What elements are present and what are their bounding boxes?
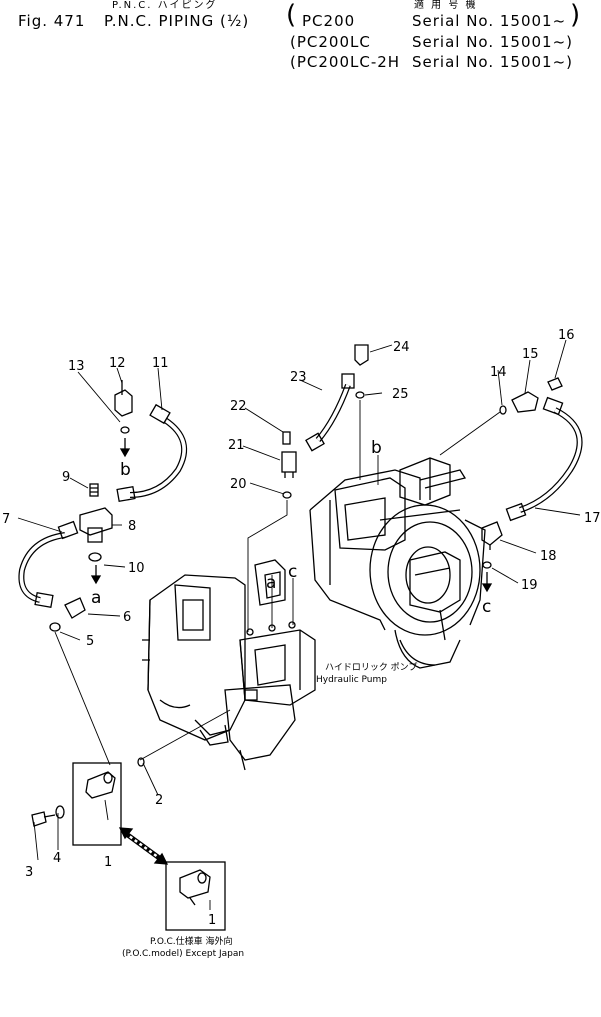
callout-10: 10 [128, 561, 145, 576]
callout-13: 13 [68, 359, 85, 374]
hose-23 [305, 373, 355, 452]
model-row-2-model: (PC200LC [290, 33, 371, 51]
fitting-9 [89, 483, 99, 497]
callout-14: 14 [490, 365, 507, 380]
header-jp-applicable: 適 用 号 機 [414, 0, 478, 11]
oring-14 [499, 405, 507, 415]
poc-label-en: (P.O.C.model) Except Japan [122, 949, 244, 959]
header-jp-title: P.N.C. ハイピング [112, 0, 218, 11]
callout-22: 22 [230, 399, 247, 414]
bracket-right: ) [570, 0, 581, 30]
right-pump-body [309, 457, 486, 669]
callout-4: 4 [53, 851, 61, 866]
oring-5 [49, 622, 61, 632]
hose-7 [18, 520, 79, 609]
hose-11 [116, 403, 188, 503]
letter-a-left: a [91, 588, 101, 608]
callout-12: 12 [109, 356, 126, 371]
callout-15: 15 [522, 347, 539, 362]
model-row-1-model: PC200 [302, 12, 356, 30]
callout-16: 16 [558, 328, 575, 343]
callout-1: 1 [104, 855, 112, 870]
oring-19 [482, 561, 492, 569]
callout-19: 19 [521, 578, 538, 593]
model-row-3-serial: Serial No. 15001~) [412, 53, 574, 71]
fitting-15 [511, 391, 539, 413]
fitting-24 [354, 344, 369, 366]
callout-23: 23 [290, 370, 307, 385]
callout-7: 7 [2, 512, 10, 527]
pump-label-jp: ハイドロリック ポンプ [325, 662, 417, 673]
inset-callout-1: 1 [208, 913, 216, 928]
fitting-18 [481, 521, 503, 550]
bottom-fitting-assembly [31, 757, 145, 846]
fitting-6 [64, 597, 86, 619]
callout-18: 18 [540, 549, 557, 564]
callout-3: 3 [25, 865, 33, 880]
oring-20 [282, 491, 292, 499]
double-arrow [118, 827, 169, 865]
callout-20: 20 [230, 477, 247, 492]
fitting-16 [547, 377, 563, 391]
callout-24: 24 [393, 340, 410, 355]
oring-10 [88, 552, 102, 562]
callout-5: 5 [86, 634, 94, 649]
fitting-12 [114, 380, 133, 417]
left-pump-body [142, 559, 316, 771]
fitting-21 [281, 451, 297, 478]
oring-13 [120, 426, 130, 434]
letter-c-valve: c [288, 562, 297, 582]
poc-inset [165, 861, 226, 931]
model-row-3-model: (PC200LC-2H [290, 53, 401, 71]
fitting-8 [79, 507, 113, 543]
letter-c-right: c [482, 597, 491, 617]
letter-a-valve: a [266, 573, 276, 593]
callout-9: 9 [62, 470, 70, 485]
letter-b-pump: b [371, 438, 382, 458]
hose-17 [505, 396, 583, 522]
model-row-1-serial: Serial No. 15001~ [412, 12, 567, 30]
callout-17: 17 [584, 511, 601, 526]
model-row-2-serial: Serial No. 15001~) [412, 33, 574, 51]
figure-title: P.N.C. PIPING (½) [104, 12, 250, 30]
callout-2: 2 [155, 793, 163, 808]
callout-11: 11 [152, 356, 169, 371]
bracket-left: ( [286, 0, 297, 30]
callout-8: 8 [128, 519, 136, 534]
callout-25: 25 [392, 387, 409, 402]
oring-25 [355, 391, 365, 399]
callout-21: 21 [228, 438, 245, 453]
callout-6: 6 [123, 610, 131, 625]
poc-label-jp: P.O.C.仕様車 海外向 [150, 935, 232, 947]
letter-b-left: b [120, 460, 131, 480]
pump-label-en: Hydraulic Pump [316, 675, 387, 685]
figure-number: Fig. 471 [18, 12, 86, 30]
fitting-22 [282, 431, 291, 445]
